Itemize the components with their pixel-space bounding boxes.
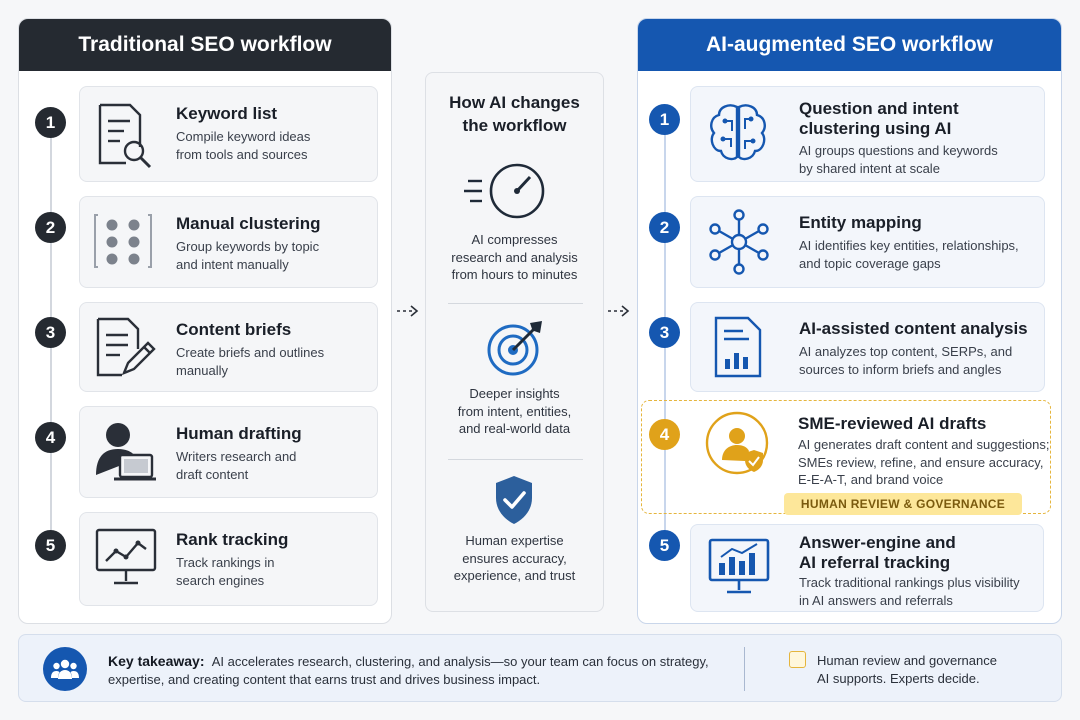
monitor-bar-chart-icon bbox=[708, 538, 770, 594]
left-step-title: Manual clustering bbox=[176, 214, 321, 233]
shield-check-icon bbox=[496, 476, 532, 524]
right-step-number: 3 bbox=[649, 317, 680, 348]
right-step-card-entity-mapping: Entity mapping AI identifies key entitie… bbox=[690, 196, 1045, 288]
key-takeaway-label: Key takeaway: bbox=[108, 653, 205, 669]
middle-divider bbox=[448, 303, 583, 304]
human-review-governance-badge: HUMAN REVIEW & GOVERNANCE bbox=[784, 493, 1022, 515]
left-step-title: Keyword list bbox=[176, 104, 278, 123]
middle-to-right-arrow bbox=[608, 305, 630, 317]
right-step-desc: AI identifies key entities, relationship… bbox=[799, 238, 1019, 271]
document-search-icon bbox=[98, 103, 152, 169]
right-step-number: 4 bbox=[649, 419, 680, 450]
person-shield-icon bbox=[705, 411, 769, 475]
right-step-number: 5 bbox=[649, 530, 680, 561]
traditional-workflow-title: Traditional SEO workflow bbox=[19, 19, 391, 71]
governance-legend-swatch bbox=[789, 651, 806, 668]
document-pencil-icon bbox=[96, 317, 156, 377]
traditional-workflow-panel: Traditional SEO workflow 1 Keyword list … bbox=[18, 18, 392, 624]
sme-card-inner: SME-reviewed AI drafts AI generates draf… bbox=[690, 400, 1051, 514]
person-laptop-icon bbox=[96, 423, 156, 481]
right-step-number: 2 bbox=[649, 212, 680, 243]
right-step-desc: AI generates draft content and suggestio… bbox=[798, 437, 1050, 487]
speedometer-icon bbox=[464, 163, 545, 219]
ai-augmented-workflow-panel: AI-augmented SEO workflow 1 Question and… bbox=[637, 18, 1062, 624]
left-step-number: 5 bbox=[35, 530, 66, 561]
left-step-title: Content briefs bbox=[176, 320, 292, 339]
left-step-card-manual-clustering: Manual clustering Group keywords by topi… bbox=[79, 196, 378, 288]
left-step-number: 2 bbox=[35, 212, 66, 243]
left-step-title: Rank tracking bbox=[176, 530, 289, 549]
right-step-title: AI-assisted content analysis bbox=[799, 319, 1028, 338]
right-step-desc: Track traditional rankings plus visibili… bbox=[799, 575, 1020, 608]
monitor-chart-icon bbox=[95, 528, 157, 585]
ai-augmented-workflow-title: AI-augmented SEO workflow bbox=[638, 19, 1061, 71]
left-to-middle-arrow bbox=[397, 305, 419, 317]
middle-divider bbox=[448, 459, 583, 460]
dot-grid-icon bbox=[94, 214, 152, 268]
key-takeaway-footer: Key takeaway: AI accelerates research, c… bbox=[18, 634, 1062, 702]
brain-circuit-icon bbox=[710, 104, 766, 161]
document-chart-icon bbox=[714, 316, 762, 378]
right-step-number: 1 bbox=[649, 104, 680, 135]
left-step-card-content-briefs: Content briefs Create briefs and outline… bbox=[79, 302, 378, 392]
right-step-title: SME-reviewed AI drafts bbox=[798, 414, 987, 433]
right-step-card-content-analysis: AI-assisted content analysis AI analyzes… bbox=[690, 302, 1045, 392]
left-step-number: 1 bbox=[35, 107, 66, 138]
right-step-title: Entity mapping bbox=[799, 213, 922, 232]
left-step-number: 3 bbox=[35, 317, 66, 348]
team-icon bbox=[43, 647, 87, 691]
network-nodes-icon bbox=[709, 209, 769, 275]
key-takeaway-text: Key takeaway: AI accelerates research, c… bbox=[108, 653, 709, 687]
left-step-number: 4 bbox=[35, 422, 66, 453]
target-icon bbox=[487, 321, 542, 376]
left-step-title: Human drafting bbox=[176, 424, 302, 443]
footer-separator bbox=[744, 647, 745, 691]
